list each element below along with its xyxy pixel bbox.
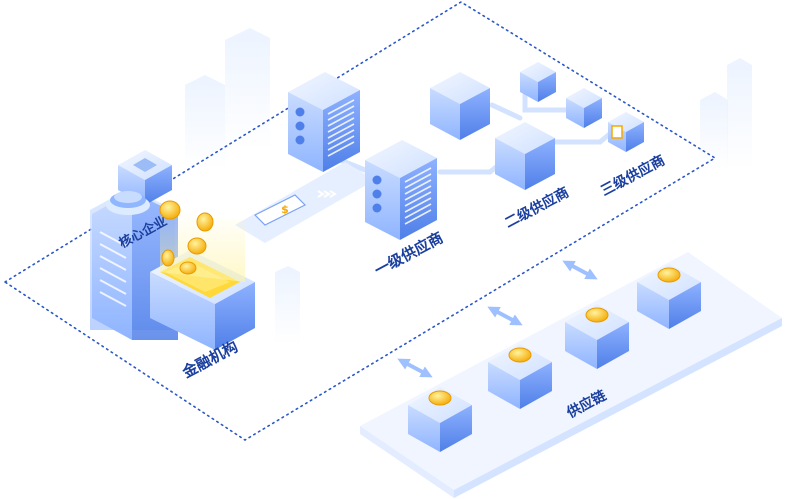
safe-lock-icon	[611, 125, 623, 139]
tier3-supplier-safe	[608, 112, 644, 152]
double-arrow-icon	[562, 260, 598, 280]
coin-icon	[585, 307, 609, 323]
supply-chain-cube-1	[408, 387, 472, 452]
coin-icon	[159, 200, 181, 220]
coin-icon	[196, 212, 214, 232]
tier3-supplier-cube-a	[520, 62, 556, 102]
supply-chain-cube-2	[488, 344, 552, 409]
coins	[159, 200, 214, 275]
bidirectional-arrows	[397, 260, 598, 378]
coin-icon	[428, 390, 452, 406]
financial-institution-vault	[150, 210, 255, 350]
cash-note-symbol: $	[281, 203, 289, 216]
label-tier3-supplier: 三级供应商	[598, 152, 668, 200]
coin-icon	[179, 261, 197, 275]
label-tier2-supplier: 二级供应商	[502, 184, 572, 232]
coin-icon	[508, 347, 532, 363]
background-pillars	[185, 28, 752, 345]
supply-chain-cube-3	[565, 304, 629, 369]
supply-chain-cube-4	[637, 264, 701, 329]
flow-chevrons-icon	[317, 190, 337, 198]
double-arrow-icon	[487, 306, 523, 326]
coin-icon	[657, 267, 681, 283]
label-tier1-supplier: 一级供应商	[371, 228, 446, 279]
coin-icon	[161, 249, 175, 267]
central-server	[288, 72, 360, 172]
double-arrow-icon	[397, 358, 433, 378]
tier3-supplier-cube-b	[566, 88, 602, 128]
tier2-supplier-cube-a	[430, 72, 490, 140]
payment-flow-belt: $	[235, 162, 375, 243]
coin-icon	[187, 237, 207, 255]
tier1-supplier-server	[365, 140, 437, 240]
tier2-supplier-cube-b	[495, 122, 555, 190]
